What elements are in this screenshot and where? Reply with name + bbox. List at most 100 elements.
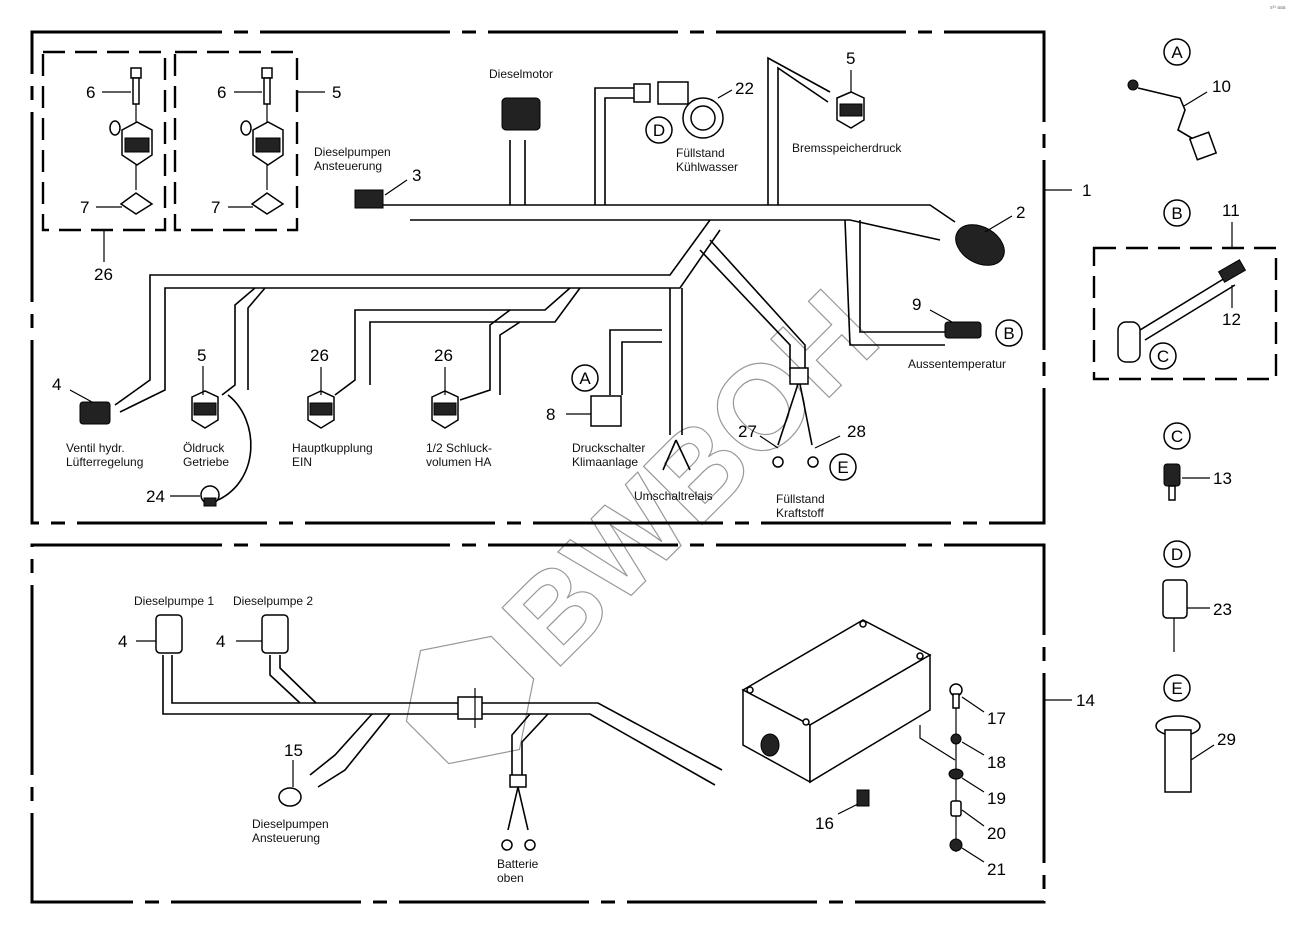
label-oeldruck-line1: Öldruck [183, 441, 225, 455]
sensor-head-icon [1117, 321, 1141, 363]
trunk-bottom-edge [410, 219, 941, 241]
item-number-4-pumpe2[interactable]: 4 [216, 632, 225, 651]
detail-ref-label: A [1171, 43, 1183, 62]
connector-9 [944, 321, 982, 339]
branch-schluck [459, 309, 521, 401]
detail-ref-E-main[interactable]: E [829, 453, 857, 481]
connector-icon [155, 614, 183, 654]
label-ventil-line2: Lüfterregelung [66, 455, 143, 469]
detail-ref-label: E [837, 458, 848, 477]
leader-bracket [919, 725, 956, 761]
lower-harness-wiring [162, 655, 956, 831]
item-number-15[interactable]: 15 [284, 741, 303, 760]
item-number-8[interactable]: 8 [546, 405, 555, 424]
detail-ref-label: D [653, 121, 665, 140]
detail-ref-C-side[interactable]: C [1163, 422, 1191, 450]
item-number-6-left[interactable]: 6 [86, 83, 95, 102]
screw-hole [802, 718, 810, 726]
sensor-head-icon [1127, 79, 1139, 91]
item-number-21[interactable]: 21 [987, 860, 1006, 879]
item-number-13[interactable]: 13 [1213, 469, 1232, 488]
label-schluckvolumen-line1: 1/2 Schluck- [426, 441, 492, 455]
item-number-26-schluck[interactable]: 26 [434, 346, 453, 365]
part-10-pressure-switch-cable [1127, 79, 1218, 161]
item-number-24[interactable]: 24 [146, 487, 165, 506]
item-number-16[interactable]: 16 [815, 814, 834, 833]
pressure-switch-24 [200, 485, 220, 507]
valve-kit-right-parts: 6 7 [211, 67, 285, 217]
detail-ref-C-side-box[interactable]: C [1149, 342, 1177, 370]
item-number-7-right[interactable]: 7 [211, 198, 220, 217]
part-29-fuel-sender [1155, 715, 1201, 793]
sleeve [509, 774, 527, 788]
bolt-shaft [263, 77, 271, 105]
branch-umschaltrelais [669, 288, 683, 435]
connector-15 [278, 787, 302, 807]
item-number-26-hauptkupplung[interactable]: 26 [310, 346, 329, 365]
sender-pin [1168, 485, 1176, 501]
item-number-3[interactable]: 3 [412, 166, 421, 185]
detail-ref-A-side[interactable]: A [1163, 38, 1191, 66]
fuel-sender-tube [1164, 729, 1192, 793]
item-number-5-kit[interactable]: 5 [332, 83, 341, 102]
connector-pumpe1 [155, 614, 183, 654]
battery-wires [507, 786, 529, 831]
thread [203, 497, 217, 507]
item-number-23[interactable]: 23 [1213, 600, 1232, 619]
item-number-29[interactable]: 29 [1217, 730, 1236, 749]
item-number-14[interactable]: 14 [1076, 691, 1095, 710]
detail-ref-label: A [579, 369, 591, 388]
connector-icon [1217, 259, 1247, 283]
leader-29 [1190, 744, 1215, 761]
grommet-clamp [457, 688, 483, 728]
leader-22 [717, 89, 733, 99]
item-number-12[interactable]: 12 [1222, 310, 1241, 329]
item-number-11[interactable]: 11 [1222, 201, 1240, 220]
item-number-9[interactable]: 9 [912, 295, 921, 314]
fuse-16 [856, 789, 870, 807]
washer-19-icon [948, 768, 964, 780]
label-dieselpumpe-2: Dieselpumpe 2 [233, 594, 313, 608]
plug-ribs [255, 137, 281, 153]
sensor-kit-frame [1092, 246, 1278, 381]
label-ventil-line1: Ventil hydr. [66, 441, 125, 455]
detail-ref-B-main[interactable]: B [995, 319, 1023, 347]
leader-27 [759, 435, 779, 449]
item-number-1[interactable]: 1 [1082, 181, 1091, 200]
item-number-19[interactable]: 19 [987, 789, 1006, 808]
connector-4-ventil [79, 401, 111, 425]
detail-ref-D-side[interactable]: D [1163, 540, 1191, 568]
detail-ref-A-main[interactable]: A [571, 364, 599, 392]
item-number-7-left[interactable]: 7 [80, 198, 89, 217]
item-number-10[interactable]: 10 [1212, 77, 1231, 96]
item-number-2[interactable]: 2 [1016, 203, 1025, 222]
item-number-18[interactable]: 18 [987, 753, 1006, 772]
item-number-4-top[interactable]: 4 [52, 375, 61, 394]
branch-kraftstoff [699, 239, 806, 370]
connector-hauptkupplung [307, 390, 335, 429]
part-13-temp-sender [1163, 463, 1181, 501]
detail-ref-B-side[interactable]: B [1163, 199, 1191, 227]
detail-ref-E-side[interactable]: E [1163, 674, 1191, 702]
branch-bremsspeicher [767, 56, 831, 205]
item-number-6-right[interactable]: 6 [217, 83, 226, 102]
branch-lower-left [114, 219, 721, 413]
leader-10 [1183, 91, 1208, 107]
item-number-26-kit[interactable]: 26 [94, 265, 113, 284]
item-number-5-top[interactable]: 5 [846, 49, 855, 68]
item-number-5-mid[interactable]: 5 [197, 346, 206, 365]
temp-sender-icon [1163, 463, 1181, 487]
relay-wires [662, 439, 691, 471]
item-number-4-pumpe1[interactable]: 4 [118, 632, 127, 651]
item-number-27[interactable]: 27 [738, 422, 757, 441]
item-number-22[interactable]: 22 [735, 79, 754, 98]
connector-icon [501, 97, 541, 131]
item-number-28[interactable]: 28 [847, 422, 866, 441]
plug-ribs [193, 402, 217, 416]
detail-ref-D-main[interactable]: D [645, 116, 673, 144]
label-schluckvolumen-line2: volumen HA [426, 455, 491, 469]
oeldruck-cable [217, 394, 252, 501]
item-number-17[interactable]: 17 [987, 709, 1006, 728]
connector-schluck [431, 390, 459, 429]
item-number-20[interactable]: 20 [987, 824, 1006, 843]
